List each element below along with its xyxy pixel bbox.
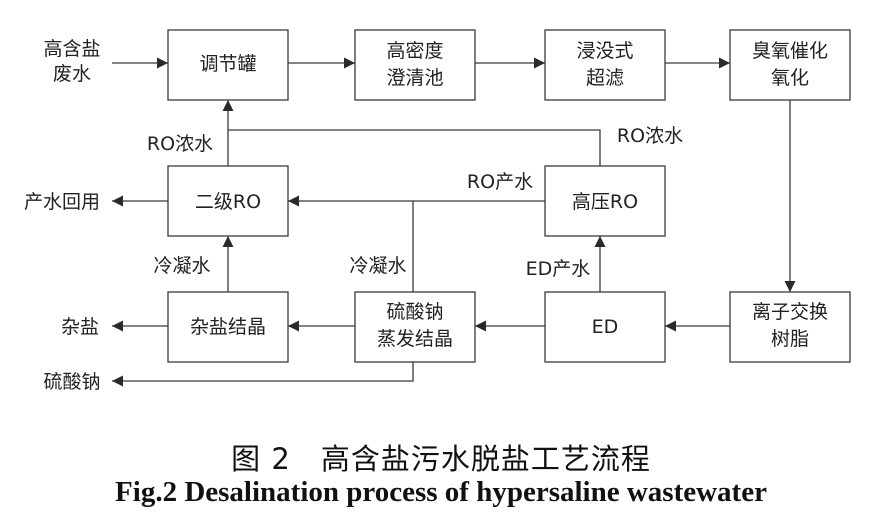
label-zayan: 杂盐 bbox=[61, 316, 99, 338]
label-ro-nongshui-right: RO浓水 bbox=[617, 125, 683, 147]
label-input-1: 高含盐 bbox=[43, 38, 100, 60]
box-gaomidu-chengqingchi bbox=[354, 29, 476, 101]
label-gaomidu-1: 高密度 bbox=[386, 40, 443, 62]
process-flow-diagram: 调节罐 高密度 澄清池 浸没式 超滤 臭氧催化 氧化 二级RO 高压RO 杂盐结… bbox=[24, 29, 851, 393]
box-gaoya-ro bbox=[544, 165, 666, 237]
box-zayan-jiejing bbox=[167, 291, 289, 363]
label-lizi-2: 树脂 bbox=[771, 328, 809, 350]
box-chouyang-cuihua bbox=[729, 29, 851, 101]
arrow-liusuanna-out bbox=[112, 362, 414, 387]
caption-chinese: 图 2 高含盐污水脱盐工艺流程 bbox=[231, 442, 651, 476]
label-erji-ro: 二级RO bbox=[195, 191, 261, 213]
caption-english: Fig.2 Desalination process of hypersalin… bbox=[115, 476, 767, 508]
label-lengning-left: 冷凝水 bbox=[153, 255, 210, 277]
label-liusuanna-1: 硫酸钠 bbox=[386, 301, 443, 323]
label-ed: ED bbox=[592, 316, 619, 338]
box-liusuanna-zhengfa bbox=[354, 291, 476, 363]
label-lengning-mid: 冷凝水 bbox=[349, 255, 406, 277]
label-input-2: 废水 bbox=[53, 63, 91, 85]
label-lizi-1: 离子交换 bbox=[752, 301, 828, 323]
box-ed bbox=[544, 291, 666, 363]
box-lizi-jiaohuan bbox=[729, 291, 851, 363]
label-ed-chanshui: ED产水 bbox=[526, 258, 591, 280]
label-jinmeishi-1: 浸没式 bbox=[576, 40, 633, 62]
line-ro-nongshui-return bbox=[228, 129, 601, 166]
label-ro-chanshui: RO产水 bbox=[467, 171, 533, 193]
label-liusuanna-2: 蒸发结晶 bbox=[377, 328, 453, 350]
label-gaoya-ro: 高压RO bbox=[572, 191, 638, 213]
label-gaomidu-2: 澄清池 bbox=[386, 67, 443, 89]
label-liusuanna-out: 硫酸钠 bbox=[43, 371, 100, 393]
label-zayan-jiejing: 杂盐结晶 bbox=[190, 316, 266, 338]
label-chouyang-1: 臭氧催化 bbox=[752, 40, 828, 62]
box-jinmeishi-chaolv bbox=[544, 29, 666, 101]
label-chouyang-2: 氧化 bbox=[771, 67, 809, 89]
box-tiaojieguan bbox=[167, 29, 289, 101]
label-chanshui-huiyong: 产水回用 bbox=[24, 191, 100, 213]
label-jinmeishi-2: 超滤 bbox=[586, 67, 624, 89]
label-ro-nongshui-left: RO浓水 bbox=[147, 133, 213, 155]
label-tiaojieguan: 调节罐 bbox=[199, 53, 256, 75]
